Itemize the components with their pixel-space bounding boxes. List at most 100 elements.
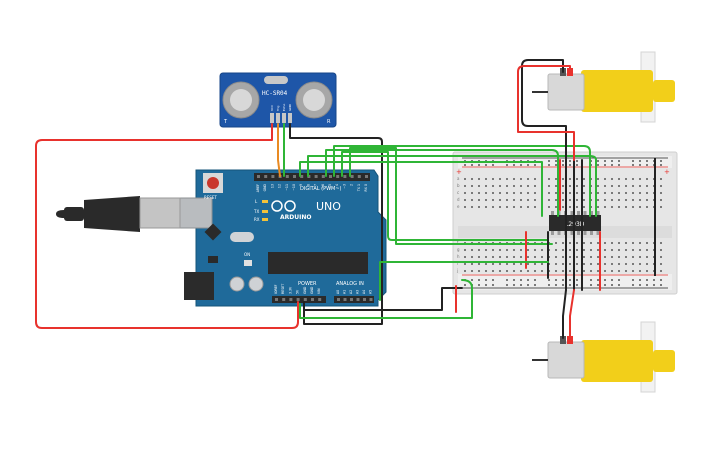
digital-pin[interactable] (321, 175, 325, 178)
led-label-rx: RX (254, 217, 260, 222)
wire-green-3 (325, 149, 559, 217)
row-letter: c (457, 190, 459, 195)
power-pin-label: IOREF (274, 284, 278, 294)
led-label-l: L (255, 199, 258, 204)
digital-pin-label: 4 (335, 184, 339, 186)
wire-red-vcc (35, 123, 299, 329)
analog-pin[interactable] (363, 298, 366, 301)
row-letter: f (457, 240, 459, 245)
power-header-label: POWER (298, 281, 317, 287)
sensor-pin-label: GND (288, 103, 292, 111)
wire-green-6 (349, 147, 553, 245)
sensor-pin[interactable] (270, 113, 274, 123)
row-letter: d (457, 197, 460, 202)
digital-pin[interactable] (343, 175, 347, 178)
digital-pin[interactable] (336, 175, 340, 178)
digital-pin[interactable] (293, 175, 296, 178)
digital-pin[interactable] (271, 175, 275, 178)
analog-header (334, 296, 374, 303)
power-pin[interactable] (303, 298, 307, 301)
sensor-pin-label: Echo (282, 104, 286, 111)
reset-button[interactable] (207, 177, 219, 189)
arduino-logo-icon (271, 200, 283, 212)
power-pin[interactable] (275, 298, 278, 301)
digital-pin[interactable] (350, 175, 354, 178)
wire-motor-top-red (517, 65, 575, 161)
sensor-pin[interactable] (282, 113, 286, 123)
digital-pin-label: ~6 (321, 184, 325, 189)
row-letter: e (457, 204, 460, 209)
power-pin[interactable] (282, 298, 286, 301)
digital-pin[interactable] (357, 175, 361, 178)
power-pin[interactable] (311, 298, 314, 301)
power-pin[interactable] (318, 298, 322, 301)
wire-black-gnd-sensor (289, 123, 383, 325)
wire-green-lower (299, 279, 473, 319)
digital-pin-label: ~11 (285, 184, 289, 191)
power-pin-label: RESET (281, 284, 285, 294)
digital-pin-label: AREF (256, 184, 260, 192)
on-label: ON (244, 252, 250, 257)
analog-pin[interactable] (337, 298, 340, 301)
motor-top (532, 51, 675, 123)
microcontroller-chip (268, 252, 368, 274)
digital-pin[interactable] (285, 175, 289, 178)
analog-pin-label: A2 (349, 290, 353, 294)
digital-pin[interactable] (307, 175, 311, 178)
row-letter: h (457, 254, 460, 259)
digital-pin-label: 13 (270, 184, 274, 188)
digital-header-label: DIGITAL (PWM~) (300, 186, 342, 192)
digital-pin[interactable] (257, 175, 260, 178)
row-letter: b (457, 183, 460, 188)
digital-pin-label: RX 0 (364, 184, 368, 191)
power-pin-label: GND (310, 286, 314, 294)
sensor-model-label: HC-SR04 (262, 90, 288, 97)
sensor-pin-label: Trig (276, 106, 280, 112)
wire-green-lower-2 (379, 261, 549, 301)
wire-motor-bottom-black (562, 289, 567, 339)
digital-pin-label: 2 (350, 184, 354, 186)
power-pin-label: 3.3V (288, 286, 292, 294)
digital-pin-label: ~3 (342, 184, 346, 189)
row-letter: j (456, 268, 458, 273)
analog-pin-label: A1 (343, 290, 347, 294)
power-pin[interactable] (296, 298, 300, 301)
brand-label: ARDUINO (280, 214, 311, 221)
analog-pin[interactable] (350, 298, 353, 301)
digital-pin-label: 12 (278, 184, 282, 188)
led-label-tx: TX (253, 209, 259, 214)
power-pin[interactable] (289, 298, 293, 301)
analog-pin[interactable] (369, 298, 373, 301)
analog-pin-label: A4 (362, 290, 366, 294)
sensor-pin[interactable] (276, 113, 280, 123)
digital-pin-label: ~10 (292, 184, 296, 191)
analog-pin[interactable] (343, 298, 347, 301)
row-letter: g (457, 247, 460, 252)
plus-rail-label: + (456, 168, 462, 176)
power-pin-label: GND (303, 286, 307, 294)
analog-pin-label: A3 (356, 290, 360, 294)
sensor-pin[interactable] (288, 113, 292, 123)
row-letter: a (457, 176, 460, 181)
motor-bottom (532, 321, 675, 393)
digital-pin[interactable] (365, 175, 368, 178)
digital-pin-label: 8 (306, 184, 310, 186)
sensor-pin-label: VCC (270, 105, 274, 111)
sensor-t-mark: T (223, 119, 228, 125)
digital-pin[interactable] (264, 175, 268, 178)
digital-header (254, 173, 370, 181)
digital-pin[interactable] (314, 175, 318, 178)
digital-pin[interactable] (300, 175, 304, 178)
sensor-r-mark: R (327, 119, 331, 125)
model-label: UNO (316, 200, 341, 213)
wire-orange-trig (277, 123, 281, 177)
wire-black-lower (303, 287, 463, 311)
usb-cable (56, 196, 181, 232)
power-pin-label: VIN (317, 288, 321, 294)
digital-pin[interactable] (329, 175, 332, 178)
wires (35, 59, 601, 339)
analog-pin[interactable] (356, 298, 360, 301)
wire-green-5 (341, 151, 549, 241)
